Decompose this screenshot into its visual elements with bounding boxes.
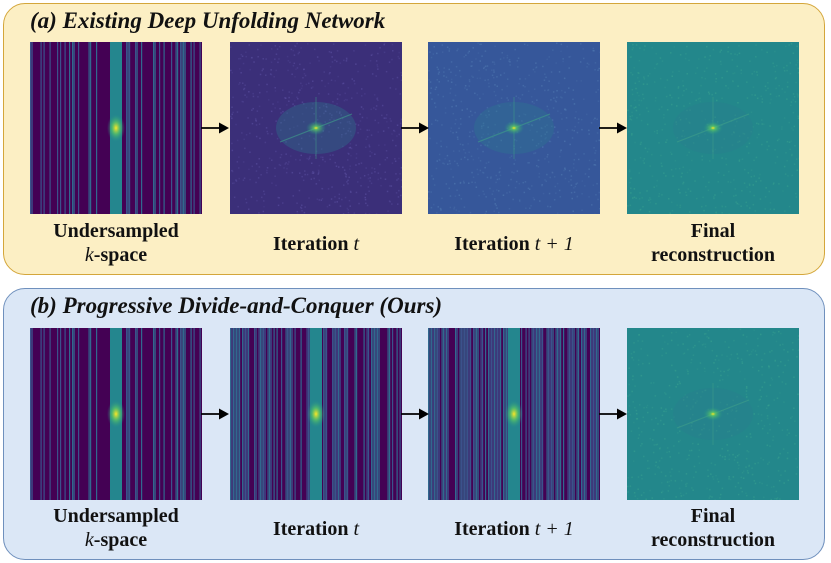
- b-iteration-t-image: [230, 328, 402, 500]
- a-iteration-t1-image: [428, 42, 600, 214]
- b-caption-undersampled: Undersampled k-space: [53, 505, 179, 551]
- a-iteration-t-image: [230, 42, 402, 214]
- a-caption-iteration-t: Iteration t: [272, 233, 360, 255]
- arrow-a3: [599, 122, 627, 134]
- a-caption-iteration-t1: Iteration t + 1: [454, 233, 574, 255]
- b-undersampled-kspace-image: [30, 328, 202, 500]
- arrow-b3: [599, 408, 627, 420]
- b-caption-iteration-t: Iteration t: [272, 518, 360, 540]
- arrow-a1: [201, 122, 229, 134]
- b-caption-iteration-t1: Iteration t + 1: [454, 518, 574, 540]
- a-final-reconstruction-image: [627, 42, 799, 214]
- b-caption-final: Final reconstruction: [650, 505, 776, 551]
- arrow-b2: [401, 408, 429, 420]
- panel-b-title: (b) Progressive Divide-and-Conquer (Ours…: [30, 293, 443, 318]
- b-iteration-t1-image: [428, 328, 600, 500]
- a-caption-undersampled: Undersampled k-space: [53, 220, 179, 266]
- arrow-b1: [201, 408, 229, 420]
- a-undersampled-kspace-image: [30, 42, 202, 214]
- b-final-reconstruction-image: [627, 328, 799, 500]
- a-caption-final: Final reconstruction: [650, 220, 776, 266]
- panel-a-title: (a) Existing Deep Unfolding Network: [30, 8, 386, 33]
- arrow-a2: [401, 122, 429, 134]
